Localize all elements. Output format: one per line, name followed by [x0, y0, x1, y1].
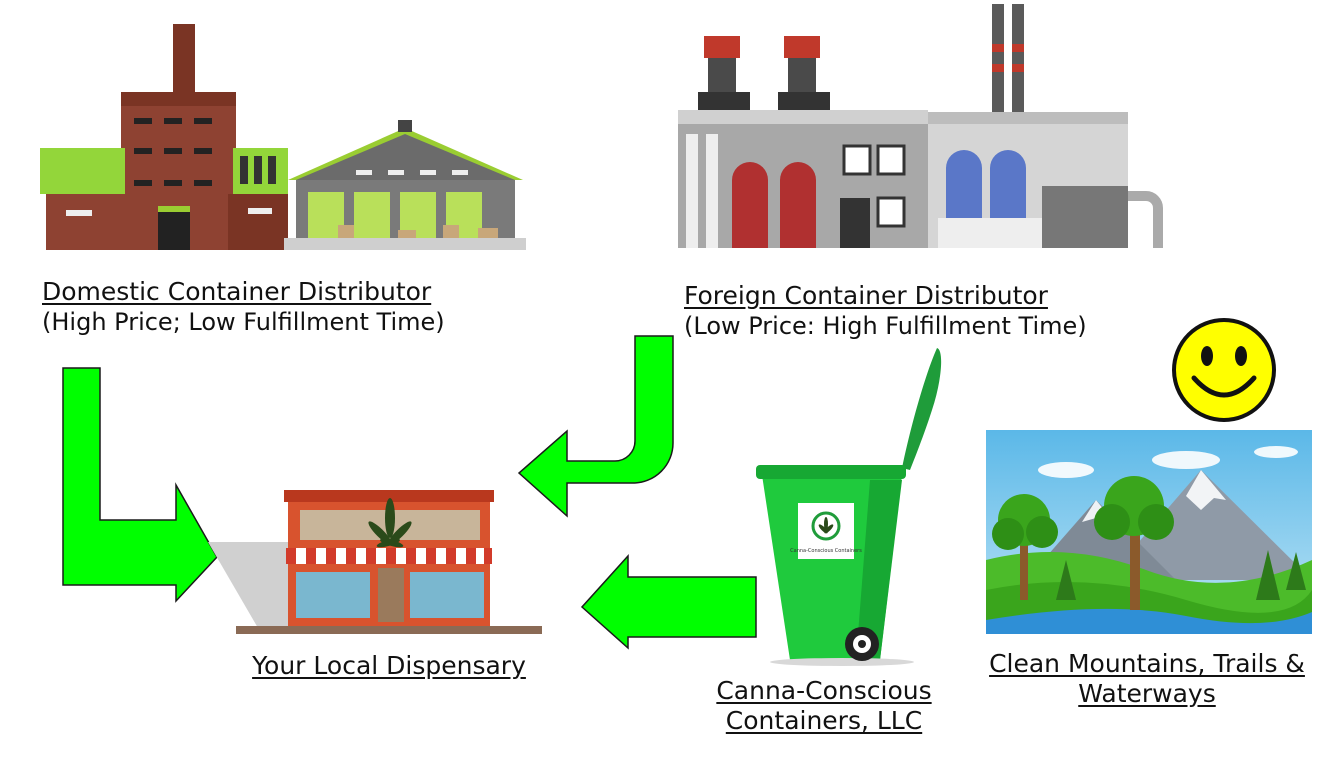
smiley-face-icon — [1172, 318, 1276, 422]
domestic-label-group: Domestic Container Distributor (High Pri… — [42, 277, 445, 337]
dispensary-storefront-illustration — [208, 490, 542, 634]
domestic-distributor-subtitle: (High Price; Low Fulfillment Time) — [42, 308, 445, 336]
canna-title: Canna-Conscious Containers, LLC — [690, 676, 958, 736]
foreign-label-group: Foreign Container Distributor (Low Price… — [684, 281, 1087, 341]
domestic-to-dispensary-arrow — [62, 367, 218, 603]
foreign-factory-illustration — [678, 4, 1163, 248]
canna-to-dispensary-arrow — [580, 554, 757, 650]
dispensary-title: Your Local Dispensary — [252, 651, 526, 680]
foreign-to-dispensary-arrow — [517, 335, 674, 518]
domestic-factory-illustration — [40, 24, 526, 250]
foreign-distributor-title: Foreign Container Distributor — [684, 281, 1048, 310]
foreign-distributor-subtitle: (Low Price: High Fulfillment Time) — [684, 312, 1087, 340]
nature-title-line2: Waterways — [1078, 679, 1216, 708]
bin-logo-text: Canna-Conscious Containers — [790, 548, 862, 554]
green-bin-illustration: Canna-Conscious Containers — [756, 348, 942, 666]
canna-title-line2: Containers, LLC — [725, 706, 923, 735]
canna-title-line1: Canna-Conscious — [716, 676, 932, 705]
nature-landscape-illustration — [986, 430, 1312, 634]
nature-title: Clean Mountains, Trails & Waterways — [966, 649, 1328, 709]
nature-title-line1: Clean Mountains, Trails & — [989, 649, 1305, 678]
domestic-distributor-title: Domestic Container Distributor — [42, 277, 432, 306]
